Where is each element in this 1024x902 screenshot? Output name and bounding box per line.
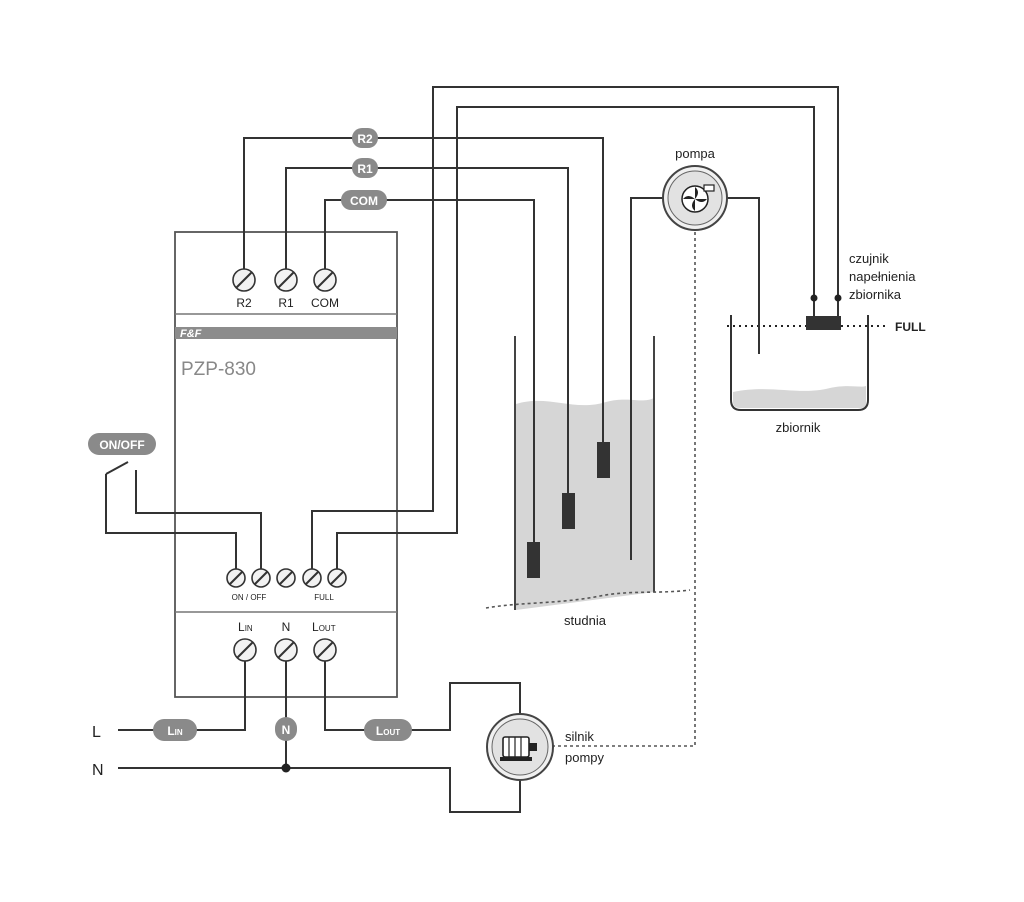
device-model: PZP-830 bbox=[181, 359, 256, 380]
wire-l-out bbox=[324, 661, 521, 731]
terminal-unused bbox=[276, 568, 296, 588]
tank-label: zbiornik bbox=[776, 420, 821, 435]
wire-r1 bbox=[285, 167, 569, 493]
tank-wall bbox=[730, 315, 869, 411]
svg-text:R2: R2 bbox=[357, 132, 373, 146]
mains-l-label: L bbox=[92, 724, 101, 741]
svg-text:ON/OFF: ON/OFF bbox=[99, 438, 144, 452]
wire-full-2 bbox=[336, 106, 815, 569]
tag-r1: R1 bbox=[352, 158, 378, 178]
terminal-r1 bbox=[274, 268, 298, 292]
pump-impeller-icon bbox=[681, 184, 715, 213]
tag-lin: LIN bbox=[153, 719, 197, 741]
well bbox=[485, 336, 691, 610]
wire-onoff-2 bbox=[135, 478, 262, 569]
svg-text:LOUT: LOUT bbox=[376, 724, 400, 738]
probe-r1 bbox=[562, 493, 575, 529]
well-label: studnia bbox=[564, 613, 607, 628]
tag-n: N bbox=[275, 717, 297, 741]
tag-on-off: ON/OFF bbox=[88, 433, 156, 455]
pump bbox=[662, 165, 728, 231]
probe-com bbox=[527, 542, 540, 578]
wire-com bbox=[324, 199, 535, 542]
fill-sensor bbox=[806, 316, 841, 330]
svg-text:R1: R1 bbox=[357, 162, 373, 176]
brand-logo: F&F bbox=[180, 328, 202, 340]
probe-r2 bbox=[597, 442, 610, 478]
terminal-label-com: COM bbox=[311, 296, 339, 310]
lout-terminal-label: LOUT bbox=[312, 620, 336, 634]
motor-label-line2: pompy bbox=[565, 750, 605, 765]
lin-terminal-label: LIN bbox=[238, 620, 253, 634]
motor bbox=[486, 713, 554, 781]
svg-text:N: N bbox=[282, 723, 291, 737]
terminal-full-2 bbox=[327, 568, 347, 588]
wire-onoff-1 bbox=[105, 474, 237, 569]
motor-icon bbox=[500, 736, 537, 761]
terminal-label-r2: R2 bbox=[236, 296, 252, 310]
sensor-label-line2: napełnienia bbox=[849, 269, 916, 284]
switch-contact bbox=[105, 461, 129, 475]
tag-r2: R2 bbox=[352, 128, 378, 148]
full-terminal-label: FULL bbox=[314, 593, 334, 602]
motor-label-line1: silnik bbox=[565, 729, 594, 744]
terminal-onoff-2 bbox=[251, 568, 271, 588]
well-ground-line bbox=[485, 589, 691, 609]
shaft-link bbox=[553, 232, 696, 747]
tank bbox=[727, 315, 888, 411]
terminal-onoff-1 bbox=[226, 568, 246, 588]
sensor-label-line1: czujnik bbox=[849, 251, 889, 266]
well-water bbox=[516, 398, 654, 610]
terminal-n bbox=[274, 638, 298, 662]
device-brand-band bbox=[175, 327, 397, 339]
tag-lout: LOUT bbox=[364, 719, 412, 741]
terminal-r2 bbox=[232, 268, 256, 292]
wire-full-1 bbox=[311, 86, 839, 569]
tank-water bbox=[733, 386, 866, 408]
svg-text:LIN: LIN bbox=[167, 724, 183, 738]
suction-pipe bbox=[630, 197, 663, 560]
wire-r2 bbox=[243, 137, 604, 442]
wire-n-main bbox=[118, 767, 521, 813]
device-housing bbox=[174, 231, 398, 698]
terminal-label-r1: R1 bbox=[278, 296, 294, 310]
terminal-lout bbox=[313, 638, 337, 662]
sensor-label-line3: zbiornika bbox=[849, 287, 902, 302]
tag-com: COM bbox=[341, 190, 387, 210]
onoff-terminal-label: ON / OFF bbox=[232, 593, 267, 602]
mains-n-label: N bbox=[92, 762, 104, 779]
terminal-full-1 bbox=[302, 568, 322, 588]
n-terminal-label: N bbox=[282, 620, 291, 634]
junction-n bbox=[281, 763, 291, 773]
delivery-pipe bbox=[727, 197, 760, 354]
terminal-com bbox=[313, 268, 337, 292]
pump-label: pompa bbox=[675, 146, 716, 161]
relay-device: F&F PZP-830 R2 R1 COM ON / OFF FULL LIN … bbox=[174, 231, 398, 698]
full-level-label: FULL bbox=[895, 320, 926, 334]
svg-text:COM: COM bbox=[350, 194, 378, 208]
terminal-lin bbox=[233, 638, 257, 662]
